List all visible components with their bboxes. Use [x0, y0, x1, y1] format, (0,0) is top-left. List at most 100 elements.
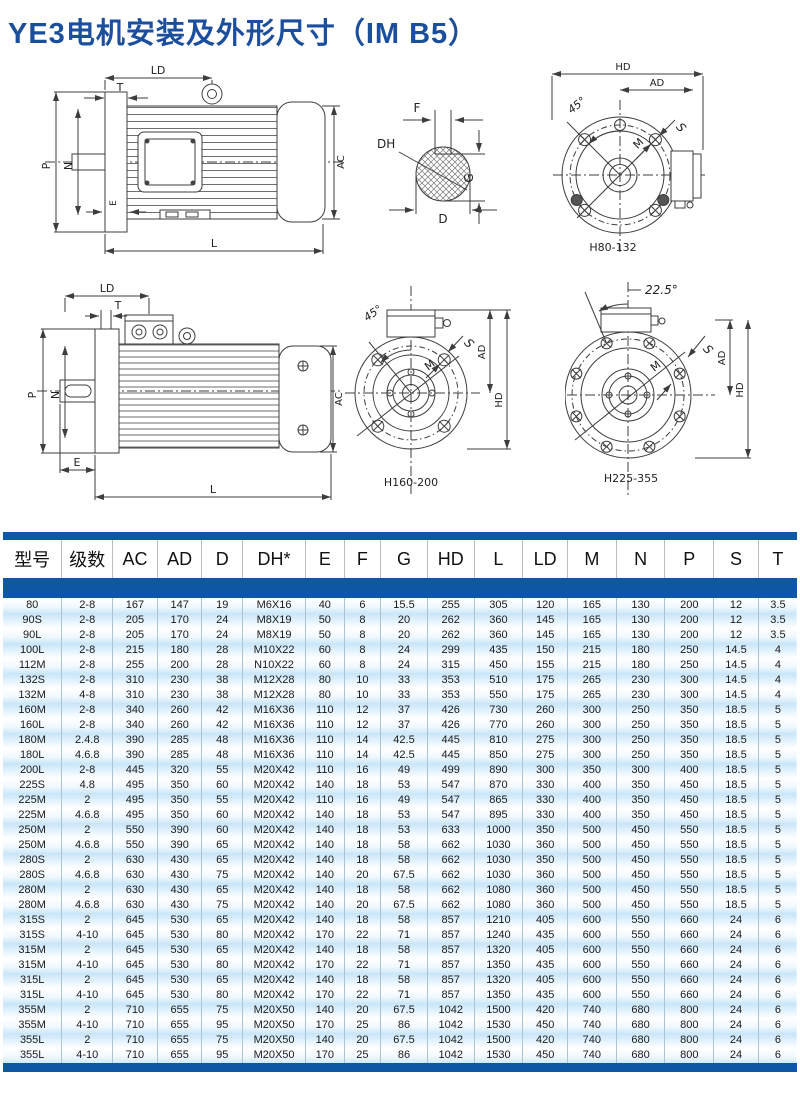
table-cell: 405 [522, 913, 568, 928]
table-cell: 4.6.8 [61, 748, 113, 763]
table-cell: M20X42 [242, 838, 306, 853]
table-cell: 430 [156, 898, 202, 913]
table-cell: 655 [156, 1018, 202, 1033]
table-cell: 645 [112, 913, 158, 928]
table-cell: 90L [23, 629, 42, 641]
table-cell: 355M [18, 1004, 46, 1016]
table-cell: 6 [757, 1018, 797, 1033]
table-cell: 1042 [426, 1018, 475, 1033]
table-cell: 215 [112, 643, 158, 658]
table-cell: 600 [566, 913, 617, 928]
table-cell: 65 [201, 913, 243, 928]
table-cell: 740 [566, 1048, 617, 1063]
table-cell: 4.6.8 [61, 808, 113, 823]
table-cell: 390 [112, 748, 158, 763]
table-cell: 60 [305, 658, 345, 673]
table-cell: 140 [305, 778, 345, 793]
table-cell: 6 [757, 988, 797, 1003]
table-cell: 450 [664, 793, 714, 808]
table-cell: M20X42 [242, 853, 306, 868]
table-cell: 132S [19, 674, 46, 686]
table-cell: 662 [426, 883, 475, 898]
table-cell: 2-8 [61, 658, 113, 673]
table-cell: 730 [473, 703, 523, 718]
table-cell: 550 [112, 823, 158, 838]
table-cell: 2 [61, 1033, 113, 1048]
table-cell: 1530 [473, 1018, 523, 1033]
table-cell: M20X42 [242, 883, 306, 898]
table-cell: 275 [522, 733, 568, 748]
table-cell: 18.5 [713, 778, 759, 793]
table-cell: 360 [522, 898, 568, 913]
table-cell: 1042 [426, 1033, 475, 1048]
table-cell: 8 [343, 643, 381, 658]
table-cell: 500 [566, 838, 617, 853]
table-cell: 350 [664, 703, 714, 718]
table-cell: 550 [615, 958, 665, 973]
table-cell: 100L [19, 644, 45, 656]
table-cell: 2-8 [61, 598, 113, 613]
table-cell: 180 [615, 643, 665, 658]
dim-label-e: E [74, 456, 81, 469]
table-cell: 18 [343, 808, 381, 823]
table-cell: 75 [201, 1033, 243, 1048]
table-cell: 2 [61, 913, 113, 928]
dim-label-f: F [414, 101, 421, 115]
table-cell: 550 [664, 838, 714, 853]
table-cell: 140 [305, 808, 345, 823]
table-cell: 205 [112, 628, 158, 643]
table-cell: 24 [201, 613, 243, 628]
dim-label-l: L [211, 237, 218, 250]
table-cell: 225M [18, 809, 46, 821]
table-cell: 680 [615, 1048, 665, 1063]
table-cell: 18 [343, 883, 381, 898]
table-cell: 350 [156, 808, 202, 823]
dim-label-dh: DH [377, 137, 395, 151]
table-cell: 165 [566, 598, 617, 613]
table-cell: 800 [664, 1018, 714, 1033]
table-cell: 140 [305, 883, 345, 898]
dim-label-s: S [461, 336, 477, 351]
table-cell: 630 [112, 853, 158, 868]
dim-label-p: P [26, 391, 39, 398]
table-cell: 6 [757, 913, 797, 928]
table-cell: M6X16 [242, 598, 306, 613]
table-cell: 18.5 [713, 853, 759, 868]
table-cell: 14.5 [713, 658, 759, 673]
table-cell: 155 [522, 658, 568, 673]
table-cell: 550 [664, 898, 714, 913]
table-cell: 426 [426, 718, 475, 733]
table-cell: 55 [201, 763, 243, 778]
table-cell: 71 [380, 928, 428, 943]
table-cell: 175 [522, 673, 568, 688]
table-cell: 315 [426, 658, 475, 673]
table-cell: 65 [201, 838, 243, 853]
table-cell: 550 [664, 853, 714, 868]
table-cell: 550 [473, 688, 523, 703]
table-cell: 280S [19, 854, 46, 866]
table-cell: 24 [713, 1018, 759, 1033]
table-cell: 660 [664, 913, 714, 928]
table-cell: 160L [19, 719, 45, 731]
table-cell: 355M [18, 1019, 46, 1031]
column-header: T [757, 540, 797, 578]
table-cell: 662 [426, 868, 475, 883]
table-cell: 450 [473, 658, 523, 673]
table-cell: 300 [522, 763, 568, 778]
dim-label-t: T [116, 81, 124, 94]
table-cell: 600 [566, 958, 617, 973]
table-cell: 350 [522, 853, 568, 868]
table-cell: 25 [343, 1048, 381, 1063]
table-cell: 315L [19, 989, 45, 1001]
table-cell: 18 [343, 853, 381, 868]
table-cell: 42.5 [380, 733, 428, 748]
table-cell: M20X42 [242, 928, 306, 943]
